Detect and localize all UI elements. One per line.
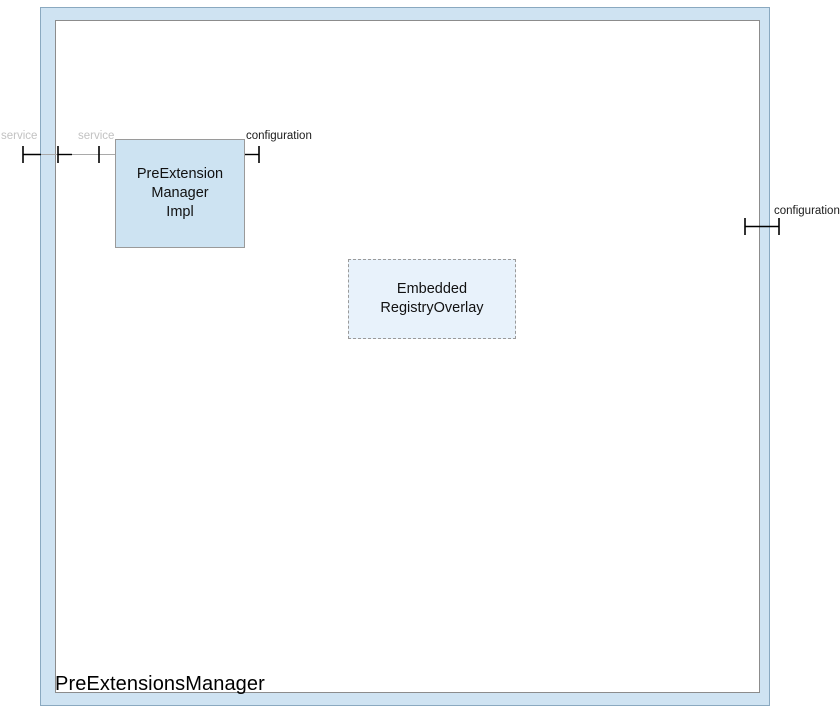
node-label-pre-extension-manager-impl: PreExtension Manager Impl [137,165,223,222]
port-label-service-inner: service [78,130,115,142]
node-label-embedded-registry-overlay: Embedded RegistryOverlay [380,280,483,318]
port-label-configuration-right: configuration [774,205,840,217]
port-label-configuration-impl: configuration [246,130,312,142]
node-pre-extension-manager-impl[interactable]: PreExtension Manager Impl [115,139,245,248]
node-label-line: Embedded [396,281,468,297]
node-label-line: RegistryOverlay [380,300,484,316]
node-label-line: Manager [151,185,209,201]
port-label-service-outer: service [1,130,38,142]
component-title: PreExtensionsManager [55,673,265,695]
node-label-line: PreExtension [136,166,224,182]
node-label-line: Impl [166,204,194,220]
component-body [55,20,760,693]
node-embedded-registry-overlay[interactable]: Embedded RegistryOverlay [348,259,516,339]
